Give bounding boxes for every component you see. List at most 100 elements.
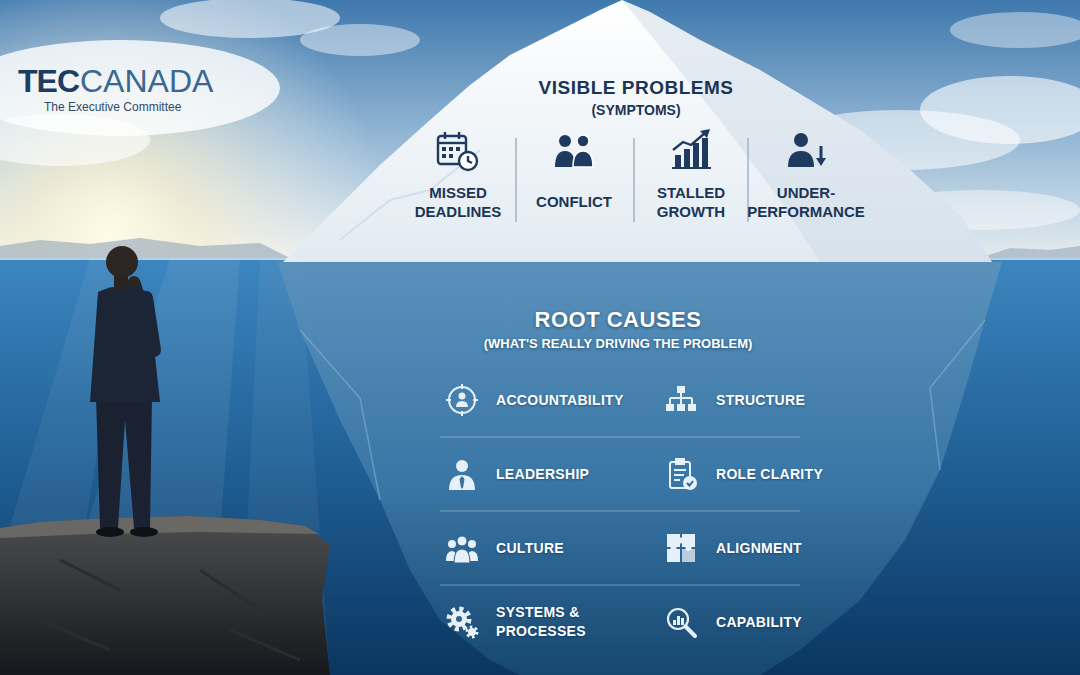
businessman-figure	[96, 527, 124, 537]
magnifier-icon	[677, 616, 680, 625]
water	[0, 258, 1080, 675]
root-cause-label: STRUCTURE	[716, 391, 866, 410]
symptom-label: MISSED DEADLINES	[395, 183, 521, 222]
calendar-icon	[449, 147, 453, 151]
puzzle-icon	[686, 545, 692, 551]
calendar-icon	[442, 147, 446, 151]
puzzle-icon	[678, 538, 684, 544]
root-cause-label-holder: SYSTEMS & PROCESSES	[496, 603, 646, 641]
logo-text: TEC	[18, 64, 79, 99]
calendar-icon	[459, 152, 477, 170]
clipboard-icon	[687, 481, 693, 486]
root-cause-label: ALIGNMENT	[716, 539, 866, 558]
symptom-label: UNDER-PERFORMANCE	[743, 183, 869, 222]
cliff	[0, 516, 330, 675]
iceberg-underwater-shape	[930, 320, 985, 470]
logo-text: CANADA	[80, 64, 213, 99]
calendar-icon	[468, 156, 472, 163]
root-cause-label: CAPABILITY	[716, 613, 866, 632]
org-chart-icon	[688, 404, 696, 411]
root-cause-label-holder: CAPABILITY	[716, 613, 866, 632]
root-cause-label: CULTURE	[496, 539, 646, 558]
clouds	[950, 12, 1080, 48]
people-icon	[577, 135, 589, 147]
root-cause-label-holder: STRUCTURE	[716, 391, 866, 410]
root-cause-label-holder: ROLE CLARITY	[716, 465, 866, 484]
divider-line	[440, 585, 800, 586]
team-icon	[454, 549, 470, 563]
magnifier-icon	[673, 620, 676, 625]
clipboard-icon	[684, 477, 696, 489]
distant-hills	[980, 246, 1080, 258]
water	[0, 258, 1080, 675]
section-heading: VISIBLE PROBLEMS	[280, 77, 992, 100]
clipboard-icon	[676, 459, 684, 464]
iceberg-tip-shape	[280, 0, 992, 262]
root-cause-label: SYSTEMS & PROCESSES	[496, 603, 646, 641]
growth-chart-icon	[675, 155, 681, 167]
calendar-icon	[456, 147, 460, 151]
cliff	[0, 516, 318, 538]
symptom-label-holder: CONFLICT	[511, 192, 637, 212]
clouds	[300, 24, 420, 56]
cliff	[0, 516, 330, 675]
root-cause-label: LEADERSHIP	[496, 465, 646, 484]
puzzle-icon	[671, 545, 677, 551]
section-subheading: (WHAT'S REALLY DRIVING THE PROBLEM)	[270, 336, 966, 352]
symptom-label-holder: UNDER-PERFORMANCE	[743, 183, 869, 222]
businessman-figure	[106, 246, 138, 278]
leader-icon	[456, 460, 468, 472]
accountability-icon	[473, 399, 478, 401]
logo-tagline-holder: The Executive Committee	[44, 100, 181, 114]
accountability-icon	[461, 384, 463, 389]
symptom-label-holder: MISSED DEADLINES	[395, 183, 521, 222]
clipboard-icon	[674, 469, 686, 471]
root-cause-label: ACCOUNTABILITY	[496, 391, 646, 410]
businessman-figure	[128, 276, 140, 288]
businessman-figure	[90, 246, 160, 537]
logo-text-holder: TEC	[18, 64, 79, 99]
clipboard-icon	[674, 474, 684, 476]
cliff	[40, 560, 300, 660]
clipboard-icon	[674, 479, 680, 481]
growth-chart-icon	[672, 167, 711, 169]
growth-chart-icon	[693, 143, 699, 167]
leader-icon	[460, 476, 465, 489]
divider-line	[633, 138, 635, 222]
team-icon	[448, 540, 456, 548]
underperformance-icon	[820, 146, 823, 160]
org-chart-icon	[691, 398, 693, 404]
growth-chart-icon	[684, 149, 690, 167]
calendar-icon	[442, 154, 446, 158]
root-cause-label-holder: ALIGNMENT	[716, 539, 866, 558]
businessman-figure	[130, 527, 158, 537]
symptom-label-holder: STALLED GROWTH	[628, 183, 754, 222]
divider-line	[440, 437, 800, 438]
section-subheading: (SYMPTOMS)	[280, 102, 992, 119]
root-cause-label-holder: ACCOUNTABILITY	[496, 391, 646, 410]
org-chart-icon	[677, 404, 685, 411]
people-icon	[559, 135, 571, 147]
businessman-figure	[134, 284, 154, 350]
logo-tagline: The Executive Committee	[44, 100, 181, 114]
org-chart-icon	[677, 386, 685, 393]
logo-text-holder: CANADA	[80, 64, 213, 99]
accountability-icon	[459, 393, 466, 400]
iceberg-tip-shape	[283, 0, 992, 262]
clouds	[0, 114, 150, 166]
calendar-icon	[438, 142, 466, 144]
team-icon	[468, 540, 476, 548]
accountability-icon	[446, 399, 451, 401]
iceberg-underwater: ROOT CAUSES(WHAT'S REALLY DRIVING THE PR…	[270, 258, 1010, 675]
root-cause-label-holder: CULTURE	[496, 539, 646, 558]
symptom-label: STALLED GROWTH	[628, 183, 754, 222]
org-chart-icon	[666, 404, 674, 411]
accountability-icon	[461, 411, 463, 416]
clouds	[920, 76, 1080, 144]
divider-line	[515, 138, 517, 222]
calendar-icon	[444, 132, 446, 139]
distant-hills	[0, 238, 290, 258]
magnifier-icon	[681, 618, 684, 625]
root-cause-label: ROLE CLARITY	[716, 465, 866, 484]
iceberg-underwater-shape	[300, 330, 380, 500]
